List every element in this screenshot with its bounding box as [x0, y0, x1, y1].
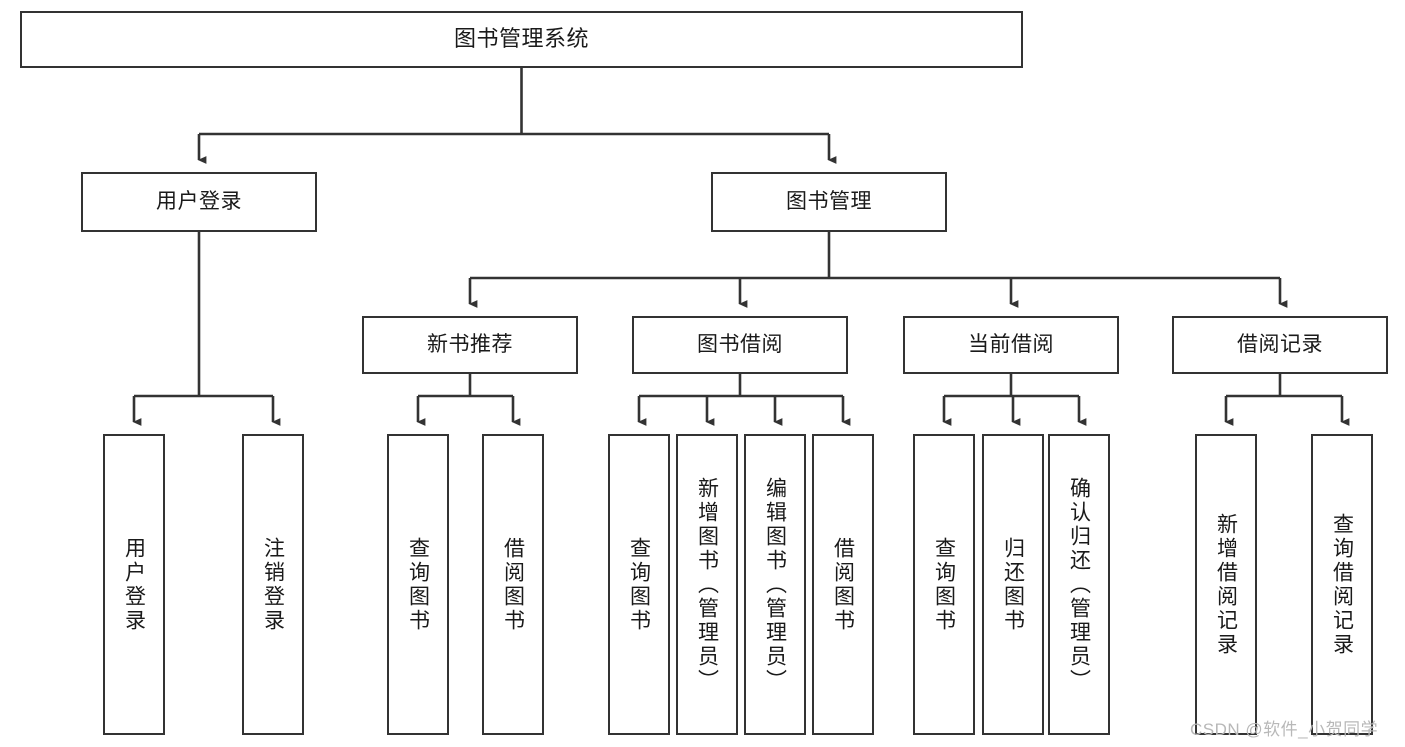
- node-leaf-return-book[interactable]: 归还图书: [982, 434, 1044, 735]
- node-label: 借阅图书: [831, 536, 855, 633]
- node-label: 查询图书: [627, 536, 651, 633]
- node-label: 新书推荐: [427, 333, 513, 357]
- node-label: 当前借阅: [968, 333, 1054, 357]
- node-current-borrow[interactable]: 当前借阅: [903, 316, 1119, 374]
- node-label: 查询借阅记录: [1330, 512, 1354, 657]
- node-label: 确认归还（管理员）: [1067, 476, 1091, 693]
- node-label: 图书管理系统: [453, 26, 589, 52]
- watermark-text: CSDN @软件_小贺同学: [1190, 720, 1379, 739]
- node-leaf-add-book[interactable]: 新增图书（管理员）: [676, 434, 738, 735]
- node-book-borrow[interactable]: 图书借阅: [632, 316, 848, 374]
- node-label: 注销登录: [261, 536, 285, 633]
- node-leaf-confirm-return[interactable]: 确认归还（管理员）: [1048, 434, 1110, 735]
- node-leaf-user-login[interactable]: 用户登录: [103, 434, 165, 735]
- node-label: 查询图书: [406, 536, 430, 633]
- node-leaf-add-record[interactable]: 新增借阅记录: [1195, 434, 1257, 735]
- node-label: 归还图书: [1001, 536, 1025, 633]
- node-leaf-edit-book[interactable]: 编辑图书（管理员）: [744, 434, 806, 735]
- node-label: 图书管理: [786, 190, 872, 214]
- node-new-book-rec[interactable]: 新书推荐: [362, 316, 578, 374]
- node-leaf-query-book-1[interactable]: 查询图书: [387, 434, 449, 735]
- node-label: 借阅记录: [1237, 333, 1323, 357]
- node-leaf-borrow-book-1[interactable]: 借阅图书: [482, 434, 544, 735]
- node-label: 新增图书（管理员）: [695, 476, 719, 693]
- node-borrow-record[interactable]: 借阅记录: [1172, 316, 1388, 374]
- node-label: 新增借阅记录: [1214, 512, 1238, 657]
- node-label: 用户登录: [122, 536, 146, 633]
- node-label: 编辑图书（管理员）: [763, 476, 787, 693]
- node-label: 查询图书: [932, 536, 956, 633]
- node-leaf-query-record[interactable]: 查询借阅记录: [1311, 434, 1373, 735]
- node-leaf-query-book-2[interactable]: 查询图书: [608, 434, 670, 735]
- node-leaf-borrow-book-2[interactable]: 借阅图书: [812, 434, 874, 735]
- node-user-login[interactable]: 用户登录: [81, 172, 317, 232]
- node-leaf-logout[interactable]: 注销登录: [242, 434, 304, 735]
- node-book-manage[interactable]: 图书管理: [711, 172, 947, 232]
- node-leaf-query-book-3[interactable]: 查询图书: [913, 434, 975, 735]
- node-label: 用户登录: [156, 190, 242, 214]
- node-label: 图书借阅: [697, 333, 783, 357]
- node-root[interactable]: 图书管理系统: [20, 11, 1023, 68]
- node-label: 借阅图书: [501, 536, 525, 633]
